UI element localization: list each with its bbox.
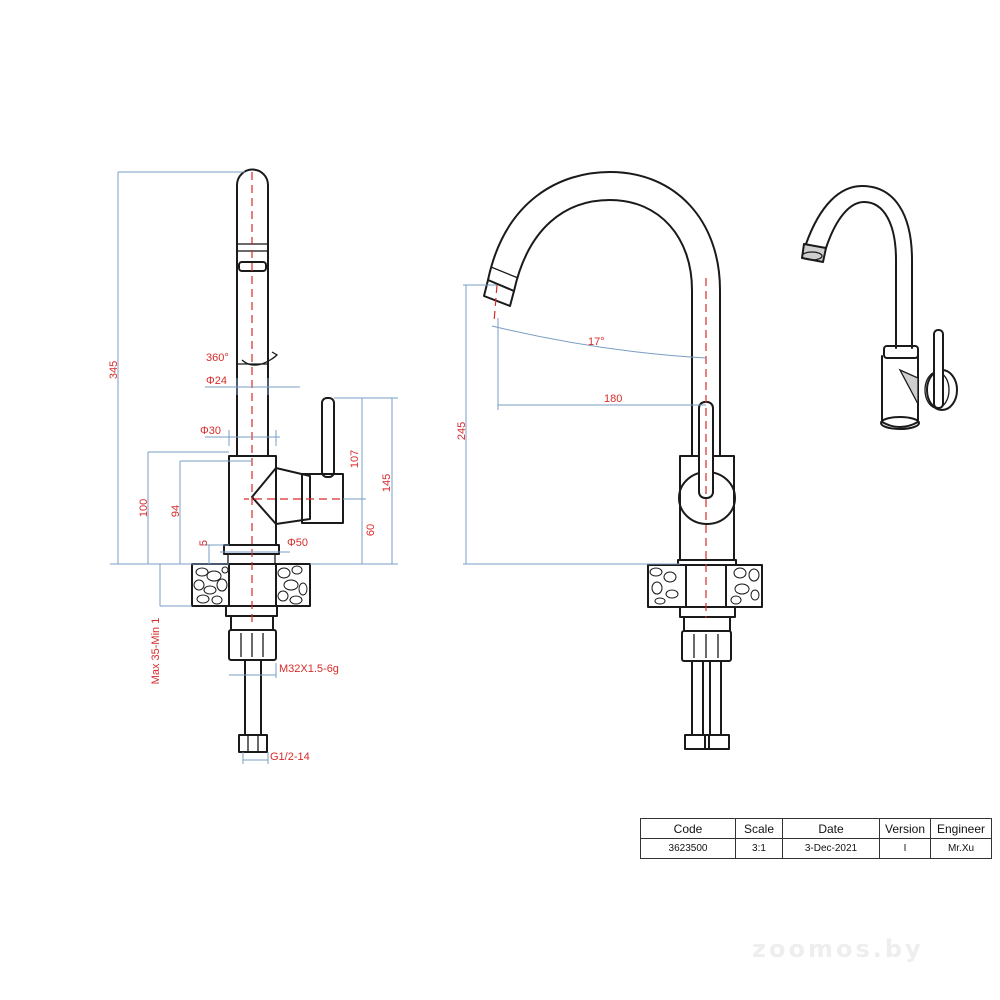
value-code: 3623500 (640, 838, 736, 859)
dim-countertop: Max 35-Min 1 (150, 618, 162, 685)
dim-neck-diameter: Φ30 (200, 425, 221, 437)
header-code: Code (640, 818, 736, 839)
front-stones (649, 567, 760, 605)
side-hose (244, 659, 262, 736)
persp-handle-cone (898, 368, 919, 405)
title-block-values: 3623500 3:1 3-Dec-2021 I Mr.Xu (640, 838, 992, 859)
header-engineer: Engineer (930, 818, 992, 839)
side-lever (321, 397, 335, 478)
front-hose-nut-right (704, 734, 730, 750)
dim-spout-diameter: Φ24 (206, 375, 227, 387)
perspective-view (801, 185, 958, 430)
side-stones-left (193, 566, 229, 605)
side-stones-right (277, 565, 308, 605)
persp-collar (883, 345, 919, 359)
value-date: 3-Dec-2021 (782, 838, 880, 859)
value-engineer: Mr.Xu (930, 838, 992, 859)
dim-handle-total: 145 (381, 474, 393, 492)
front-tip-axis (493, 284, 498, 323)
front-clamp (681, 630, 732, 662)
dim-handle-base-offset: 60 (365, 524, 377, 536)
front-spout-inner (513, 199, 693, 457)
header-scale: Scale (735, 818, 783, 839)
dim-handle-axis-height: 94 (170, 505, 182, 517)
rotation-arrowhead (271, 351, 279, 360)
persp-spout-inner (825, 201, 897, 349)
dim-thread: M32X1.5-6g (279, 663, 339, 675)
side-view: 345 360° Φ24 Φ30 100 94 5 Φ50 107 145 60… (108, 168, 398, 764)
dim-total-height: 345 (108, 361, 120, 379)
dim-spout-angle: 17° (588, 336, 605, 348)
side-hose-nut (238, 734, 268, 753)
title-block: Code Scale Date Version Engineer 3623500… (640, 818, 992, 859)
persp-spout-outer (805, 185, 913, 349)
front-tip-ring (490, 266, 519, 279)
front-dimension-lines (463, 284, 707, 565)
header-date: Date (782, 818, 880, 839)
dim-rotation: 360° (206, 352, 229, 364)
dim-hose-thread: G1/2-14 (270, 751, 310, 763)
dim-base-step: 5 (198, 540, 210, 546)
header-version: Version (879, 818, 931, 839)
front-hose-left (691, 660, 704, 736)
front-hose-nut-left (684, 734, 710, 750)
persp-lever (933, 329, 944, 409)
front-spout-tip (483, 279, 515, 307)
side-spout-tube (236, 168, 269, 457)
dim-base-diameter: Φ50 (287, 537, 308, 549)
value-version: I (879, 838, 931, 859)
persp-base (880, 416, 920, 430)
title-block-header: Code Scale Date Version Engineer (640, 818, 992, 839)
front-nut (683, 616, 731, 632)
front-hose-right (709, 660, 722, 736)
front-spout-outer (487, 171, 721, 457)
dim-spout-height: 245 (456, 422, 468, 440)
value-scale: 3:1 (735, 838, 783, 859)
watermark: zoomos.by (752, 935, 924, 963)
persp-aerator (801, 251, 823, 261)
side-shank-through (228, 563, 277, 607)
persp-spout-tip (801, 243, 827, 263)
side-aerator-ring (236, 243, 269, 252)
dim-handle-length: 107 (349, 450, 361, 468)
side-dimension-lines (110, 171, 398, 764)
dim-spout-reach: 180 (604, 393, 622, 405)
front-washer (679, 606, 736, 618)
dim-body-height: 100 (138, 499, 150, 517)
front-view: 245 180 17° (456, 171, 763, 750)
